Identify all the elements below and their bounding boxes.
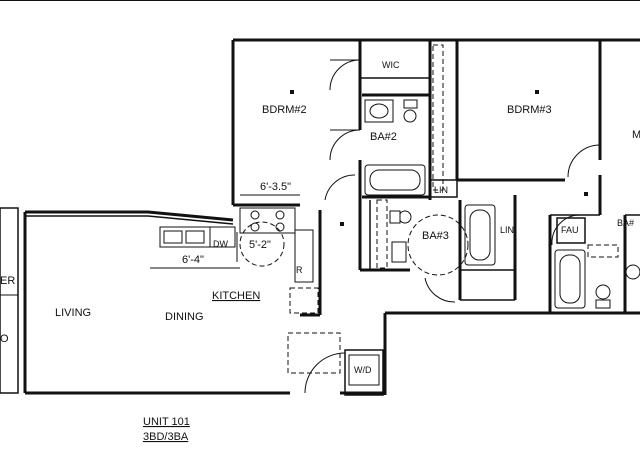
label-lin-2: LIN: [500, 225, 514, 235]
unit-name: UNIT 101: [143, 416, 190, 428]
label-bdrm3: BDRM#3: [507, 104, 552, 116]
dimension-kitchen-circle: 5'-2": [249, 239, 271, 251]
marker: [290, 90, 294, 94]
label-fau: FAU: [561, 225, 579, 235]
living-top-wall-inner: [25, 215, 234, 225]
ba3-sink: [391, 241, 407, 263]
dimension-bdrm2: 6'-3.5": [260, 181, 291, 193]
marker: [535, 90, 539, 94]
ba3-toilet: [398, 210, 412, 224]
fixtures: [150, 99, 640, 314]
label-ba-right: BA#: [617, 218, 634, 228]
unit-type: 3BD/3BA: [143, 431, 189, 443]
label-lin-1: LIN: [434, 185, 448, 195]
door-swings: [304, 59, 601, 394]
label-ba2: BA#2: [370, 131, 397, 143]
left-neighbor-unit: [0, 207, 19, 394]
living-top-wall: [25, 210, 234, 222]
label-ba3: BA#3: [422, 230, 449, 242]
label-wd: W/D: [354, 365, 372, 375]
label-dw: DW: [213, 239, 228, 249]
ba-right-toilet: [595, 284, 611, 300]
label-wic: WIC: [382, 60, 400, 70]
label-right-m: M: [632, 129, 640, 141]
interior-walls: [233, 40, 640, 396]
cooktop: [239, 207, 296, 234]
label-living: LIVING: [55, 307, 91, 319]
ba2-toilet: [403, 109, 417, 123]
dishwasher: [209, 226, 236, 248]
marker: [584, 192, 588, 196]
label-bdrm2: BDRM#2: [262, 104, 307, 116]
marker: [340, 222, 344, 226]
dimension-kitchen: 6'-4": [182, 254, 204, 266]
label-left-er: ER: [0, 275, 15, 287]
label-ref: R: [296, 265, 303, 275]
label-dining: DINING: [165, 311, 204, 323]
exterior-walls: [0, 38, 640, 395]
label-left-o: O: [0, 333, 9, 345]
label-kitchen: KITCHEN: [212, 290, 260, 302]
refrigerator: [294, 229, 314, 283]
